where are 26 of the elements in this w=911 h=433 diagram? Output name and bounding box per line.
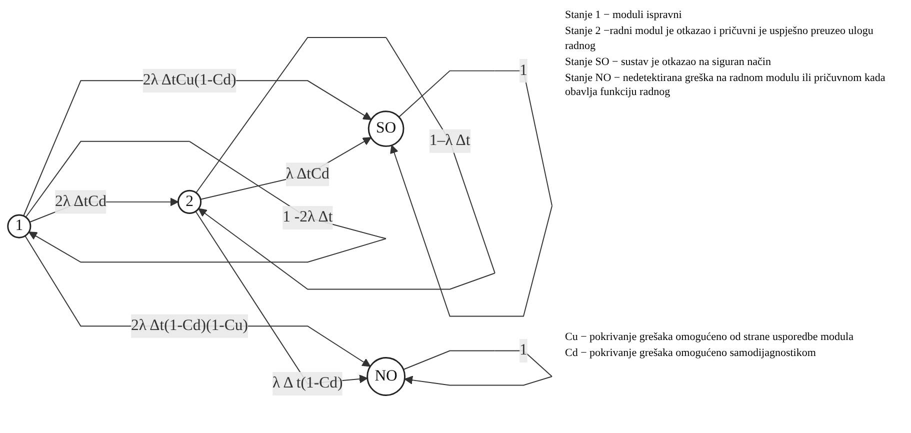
symbol-definition: Cd − pokrivanje grešaka omogućeno samodijagnostikom (565, 346, 817, 361)
edge-label: 2λ ΔtCu(1-Cd) (142, 72, 236, 89)
arrow (23, 80, 372, 216)
node-circle: SO (368, 110, 404, 147)
state-description: Stanje 1 − moduli ispravni (565, 8, 683, 22)
arrow (200, 137, 372, 200)
edge-label: 2λ Δt(1-Cd)(1-Cu) (131, 317, 248, 334)
arrow (402, 350, 552, 386)
edge-label: 1 (520, 62, 528, 79)
edge-label: 1 -2λ Δt (282, 208, 333, 226)
edge-label: 1–λ Δt (429, 132, 470, 149)
arrow (390, 70, 553, 317)
edge-label: 1 (520, 342, 528, 359)
state-description: Stanje SO − sustav je otkazao na siguran način (565, 54, 772, 70)
state-description: Stanje NO − nedetektirana greška na radnom modulu ili pričuvnom kada obavlja funkciju radnog (565, 71, 886, 100)
node-circle: NO (366, 357, 406, 396)
arrow (25, 140, 386, 263)
edge-label: λ ΔtCd (286, 166, 330, 182)
arrow (24, 235, 371, 367)
state-description: Stanje 2 −radni modul je otkazao i pričuvni je uspješno preuzeo ulogu radnog (565, 24, 874, 53)
arrow (196, 37, 496, 290)
node-circle: 1 (7, 214, 32, 238)
symbol-definition: Cu − pokrivanje grešaka omogućeno od strane usporedbe modula (565, 330, 854, 344)
edge-label: 2λ ΔtCd (55, 193, 106, 210)
node-circle: 2 (177, 190, 202, 214)
edge-label: λ Δ t(1-Cd) (272, 374, 343, 392)
